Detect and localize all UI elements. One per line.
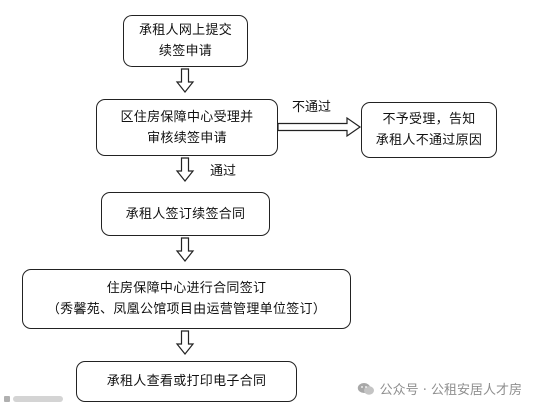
node-reject-notify: 不予受理，告知 承租人不通过原因 [361, 102, 497, 158]
arrow-submit-to-review [176, 68, 194, 93]
node-sign-line1: 承租人签订续签合同 [125, 206, 246, 222]
edge-label-fail: 不通过 [292, 100, 332, 115]
node-submit-line1: 承租人网上提交 [138, 23, 233, 38]
node-review-line1: 区住房保障中心受理并 [120, 109, 254, 125]
corner-watermark [4, 394, 66, 404]
node-reject-line2: 承租人不通过原因 [375, 133, 483, 148]
arrow-review-to-sign [176, 157, 194, 182]
node-center-line2: （秀馨苑、凤凰公馆项目由运营管理单位签订） [46, 302, 327, 317]
edge-label-pass: 通过 [210, 164, 237, 179]
node-print-line1: 承租人查看或打印电子合同 [106, 374, 267, 389]
node-review-line2: 审核续签申请 [147, 130, 227, 146]
node-view-print-contract: 承租人查看或打印电子合同 [76, 361, 297, 402]
node-review-application: 区住房保障中心受理并 审核续签申请 [96, 99, 278, 156]
node-reject-line1: 不予受理，告知 [382, 112, 476, 127]
node-sign-renewal-contract: 承租人签订续签合同 [101, 192, 270, 236]
node-center-contract-signing: 住房保障中心进行合同签订 （秀馨苑、凤凰公馆项目由运营管理单位签订） [22, 269, 351, 329]
arrow-center-to-print [176, 330, 194, 355]
watermark-text: 公众号 · 公租安居人才房 [379, 383, 522, 398]
wechat-icon [357, 382, 374, 395]
node-center-line1: 住房保障中心进行合同签订 [106, 281, 267, 296]
corner-logo-icon [4, 396, 63, 402]
arrow-sign-to-center [176, 237, 194, 262]
watermark: 公众号 · 公租安居人才房 [357, 379, 522, 398]
node-submit-line2: 续签申请 [158, 44, 213, 59]
node-submit-application: 承租人网上提交 续签申请 [123, 15, 248, 67]
arrow-review-to-reject [277, 116, 362, 138]
